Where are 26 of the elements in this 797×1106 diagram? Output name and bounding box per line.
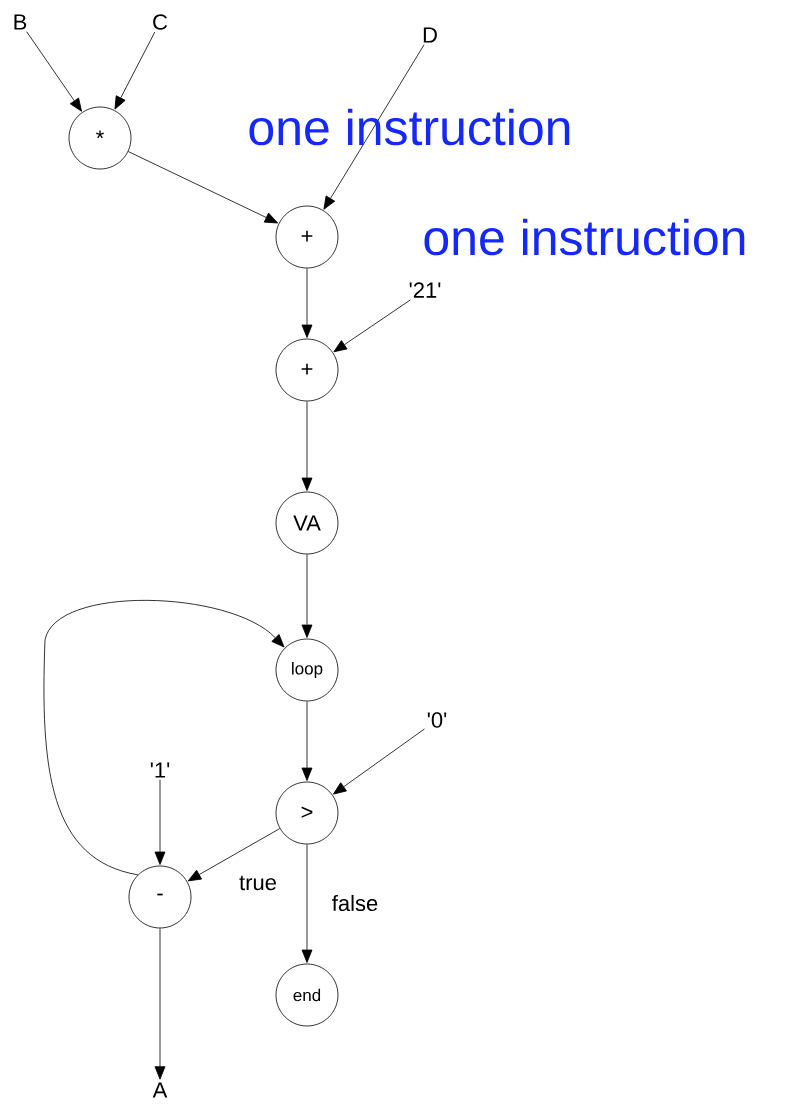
arrow <box>114 31 156 110</box>
input-label: D <box>423 27 437 43</box>
arrow <box>154 928 166 1080</box>
input-label: '1' <box>150 762 170 778</box>
edge-label: true <box>238 874 278 892</box>
arrow <box>333 728 425 795</box>
arrow <box>301 401 313 491</box>
edge-label: false <box>330 893 380 913</box>
annotation: one instruction <box>249 108 570 146</box>
arrow <box>301 554 313 638</box>
arrow <box>26 31 82 112</box>
arrow <box>43 599 285 876</box>
input-label: C <box>153 14 168 30</box>
input-label: A <box>152 1082 168 1098</box>
arrow <box>323 44 425 210</box>
arrow <box>154 779 166 865</box>
input-label: '0' <box>427 712 447 728</box>
arrow <box>127 151 279 224</box>
arrow <box>301 701 313 781</box>
arrow <box>301 268 313 338</box>
annotation: one instruction <box>424 218 745 256</box>
arrow <box>187 828 281 882</box>
arrow <box>301 844 313 963</box>
arrow <box>333 299 411 353</box>
input-label: B <box>14 14 27 30</box>
input-label: '21' <box>409 282 441 298</box>
